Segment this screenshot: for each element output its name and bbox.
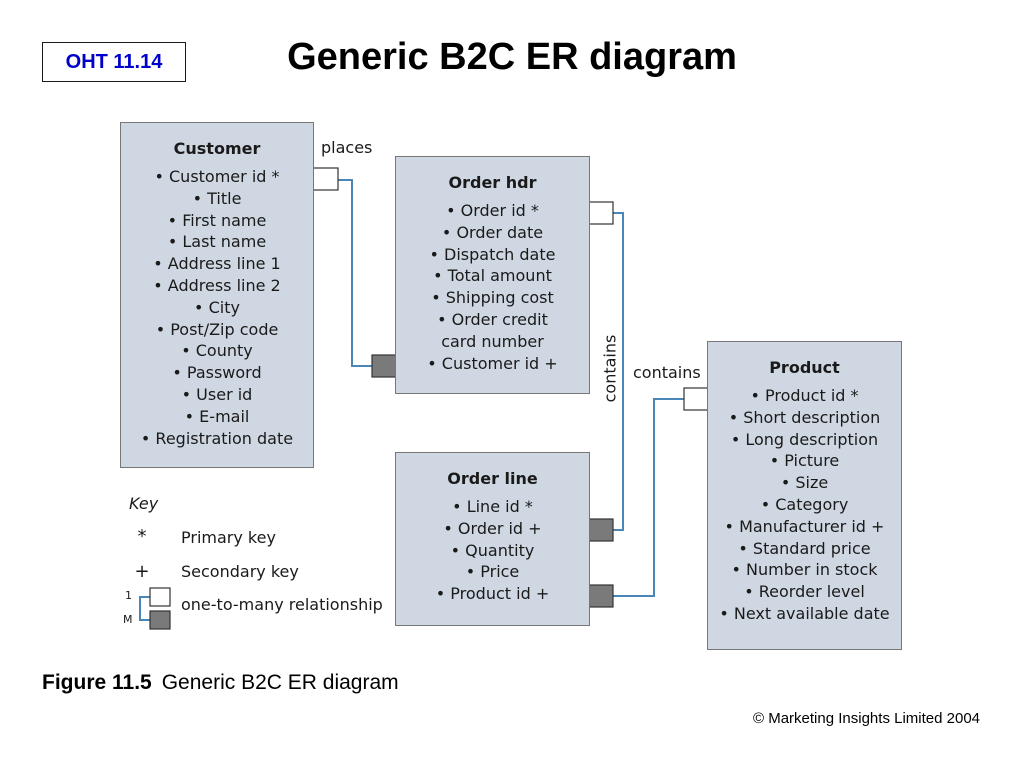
attribute-item: • Registration date	[140, 428, 294, 448]
key-secondary-label: Secondary key	[181, 562, 299, 581]
attribute-item: • Reorder level	[744, 582, 865, 602]
attribute-item: • Order id +	[443, 518, 542, 538]
attribute-item: • Password	[172, 363, 262, 383]
figure-label: Figure 11.5	[42, 671, 152, 694]
entity-customer: Customer • Customer id * • Title• First n…	[120, 122, 314, 468]
entity-name: Order hdr	[448, 173, 537, 192]
key-primary-label: Primary key	[181, 528, 276, 547]
page-title: Generic B2C ER diagram	[287, 36, 737, 78]
entity-product: Product • Product id * • Short descriptio…	[707, 341, 902, 650]
attribute-item: • Customer id *	[154, 167, 280, 186]
attribute-list: • Order id *• Order date• Dispatch date•…	[396, 200, 589, 374]
attribute-item: • First name	[167, 210, 267, 230]
attribute-item: • Order credit	[437, 309, 548, 329]
entity-order-line: Order line • Line id * • Order id +• Quan…	[395, 452, 590, 626]
entity-order-hdr: Order hdr • Order id * • Order date• Disp…	[395, 156, 590, 394]
relationship-contains-horizontal-label: contains	[633, 363, 701, 382]
attribute-item: • Long description	[730, 429, 879, 449]
connector-places	[338, 179, 372, 367]
key-many-label: M	[123, 613, 133, 626]
attribute-item: • Picture	[769, 451, 840, 471]
figure-text: Generic B2C ER diagram	[161, 671, 399, 694]
attribute-list: • Line id * • Order id +• Quantity• Price…	[396, 496, 589, 605]
relationship-places-label: places	[321, 138, 373, 157]
attribute-item: • Category	[760, 494, 849, 514]
attribute-list: • Customer id * • Title• First name• Last…	[121, 166, 313, 449]
attribute-item: card number	[441, 331, 544, 351]
key-one-end	[149, 587, 171, 607]
attribute-item: • Standard price	[738, 538, 871, 558]
entity-name: Product	[769, 358, 840, 377]
connector-contains-order	[613, 212, 624, 531]
attribute-item: • Dispatch date	[429, 244, 556, 264]
attribute-item: • Size	[780, 473, 829, 493]
entity-name: Customer	[173, 139, 261, 158]
attribute-item: • Customer id +	[427, 353, 558, 373]
attribute-item: • County	[181, 341, 253, 361]
slide-number: OHT 11.14	[65, 50, 163, 73]
attribute-item: • Line id *	[452, 497, 533, 516]
attribute-item: • Post/Zip code	[155, 319, 279, 339]
attribute-item: • Manufacturer id +	[724, 516, 885, 536]
attribute-item: • Price	[465, 562, 520, 582]
key-secondary-symbol: +	[134, 561, 150, 582]
relationship-contains-vertical-label: contains	[600, 334, 620, 403]
attribute-item: • Order date	[441, 222, 544, 242]
attribute-item: • Order id *	[446, 201, 539, 220]
key-connector	[139, 596, 150, 621]
attribute-item: • Total amount	[433, 266, 552, 286]
key-one-label: 1	[125, 589, 132, 602]
attribute-list: • Product id * • Short description• Long …	[708, 385, 901, 625]
attribute-item: • E-mail	[184, 406, 250, 426]
attribute-item: • Next available date	[719, 603, 890, 623]
copyright-notice: © Marketing Insights Limited 2004	[753, 710, 980, 727]
connector-contains-product	[613, 398, 684, 597]
slide-number-box: OHT 11.14	[42, 42, 186, 82]
attribute-item: • Short description	[728, 407, 881, 427]
attribute-item: • City	[194, 297, 240, 317]
attribute-item: • Address line 1	[153, 254, 281, 274]
key-primary-symbol: *	[137, 526, 147, 547]
key-title: Key	[129, 494, 159, 513]
attribute-item: • Product id +	[435, 584, 550, 604]
attribute-item: • Product id *	[750, 386, 859, 405]
key-relationship-label: one-to-many relationship	[181, 595, 383, 614]
attribute-item: • Number in stock	[731, 560, 878, 580]
key-many-end	[149, 610, 171, 630]
attribute-item: • Address line 2	[153, 275, 281, 295]
attribute-item: • Title	[192, 188, 242, 208]
attribute-item: • Quantity	[450, 540, 535, 560]
entity-name: Order line	[447, 469, 538, 488]
attribute-item: • Last name	[167, 232, 267, 252]
attribute-item: • User id	[181, 384, 253, 404]
figure-caption: Figure 11.5 Generic B2C ER diagram	[42, 671, 399, 695]
attribute-item: • Shipping cost	[431, 288, 554, 308]
